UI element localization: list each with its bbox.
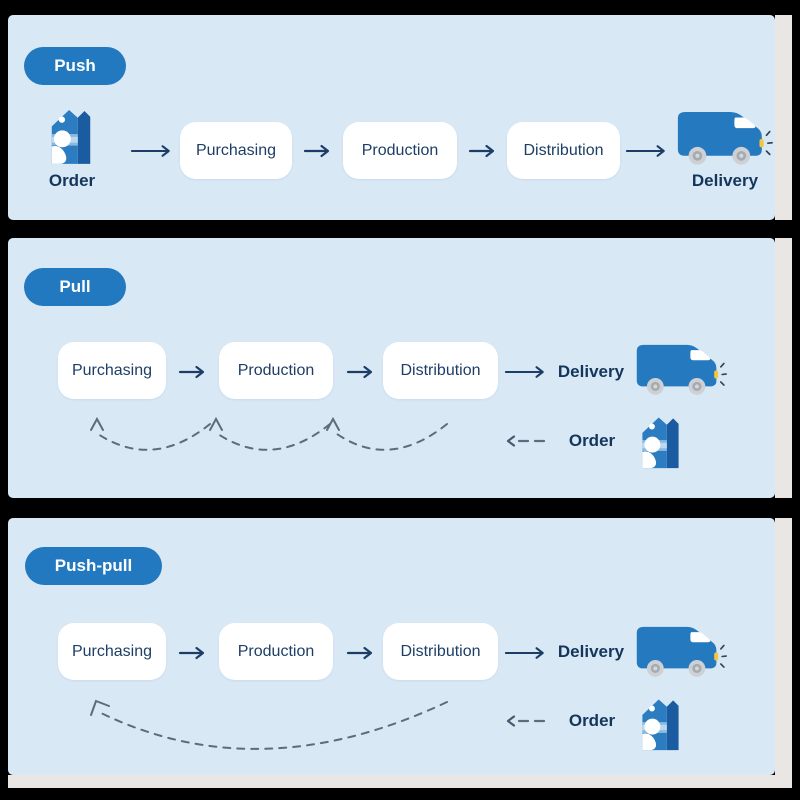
stage-label: Production xyxy=(237,361,315,379)
flow-arrow-icon xyxy=(178,646,205,660)
delivery-label: Delivery xyxy=(557,362,625,381)
flow-arrow-icon xyxy=(625,145,665,157)
stage-label: Distribution xyxy=(400,361,481,379)
flow-arrow-icon xyxy=(468,144,495,158)
flow-arrow-icon xyxy=(504,366,544,378)
stage-box-distribution: Distribution xyxy=(383,623,498,680)
pull-feedback-dashed-arrows xyxy=(90,416,448,451)
stage-box-production: Production xyxy=(219,623,333,680)
stage-label: Purchasing xyxy=(71,361,153,379)
milk-carton-icon xyxy=(642,699,679,751)
stage-box-purchasing: Purchasing xyxy=(58,342,166,399)
stage-box-distribution: Distribution xyxy=(383,342,498,399)
stage-box-production: Production xyxy=(219,342,333,399)
pull-panel: Pull Purchasing Production Distribution … xyxy=(8,238,775,498)
next-slide-peek xyxy=(775,238,792,498)
stage-label: Distribution xyxy=(523,141,604,159)
order-label: Order xyxy=(568,431,616,450)
order-label: Order xyxy=(48,171,96,190)
stage-box-purchasing: Purchasing xyxy=(58,623,166,680)
milk-carton-icon xyxy=(51,110,91,164)
next-slide-peek xyxy=(775,15,792,220)
flow-arrow-icon xyxy=(303,144,330,158)
delivery-truck-icon xyxy=(635,344,727,396)
flow-arrow-icon xyxy=(130,145,170,157)
order-label: Order xyxy=(568,711,616,730)
stage-label: Production xyxy=(237,642,315,660)
next-slide-peek xyxy=(8,775,792,788)
push-pull-badge: Push-pull xyxy=(25,547,162,585)
push-pull-panel: Push-pull Purchasing Production Distribu… xyxy=(8,518,775,775)
stage-box-distribution: Distribution xyxy=(507,122,620,179)
stage-label: Production xyxy=(361,141,439,159)
delivery-truck-icon xyxy=(635,626,727,678)
flow-arrow-icon xyxy=(178,365,205,379)
stage-box-purchasing: Purchasing xyxy=(180,122,292,179)
flow-arrow-icon xyxy=(504,647,544,659)
delivery-label: Delivery xyxy=(557,642,625,661)
push-badge: Push xyxy=(24,47,126,85)
stage-label: Distribution xyxy=(400,642,481,660)
delivery-truck-icon xyxy=(677,111,773,166)
flow-arrow-icon xyxy=(346,365,373,379)
order-dashed-arrow-icon xyxy=(506,715,548,727)
delivery-label: Delivery xyxy=(691,171,759,190)
flow-arrow-icon xyxy=(346,646,373,660)
stage-box-production: Production xyxy=(343,122,457,179)
next-slide-peek xyxy=(775,518,792,775)
push-pull-feedback-dashed-arrow xyxy=(90,699,448,750)
push-panel: Push Order Purchasing Production Distrib… xyxy=(8,15,775,220)
milk-carton-icon xyxy=(642,417,679,469)
stage-label: Purchasing xyxy=(195,141,277,159)
order-dashed-arrow-icon xyxy=(506,435,548,447)
stage-label: Purchasing xyxy=(71,642,153,660)
pull-badge: Pull xyxy=(24,268,126,306)
